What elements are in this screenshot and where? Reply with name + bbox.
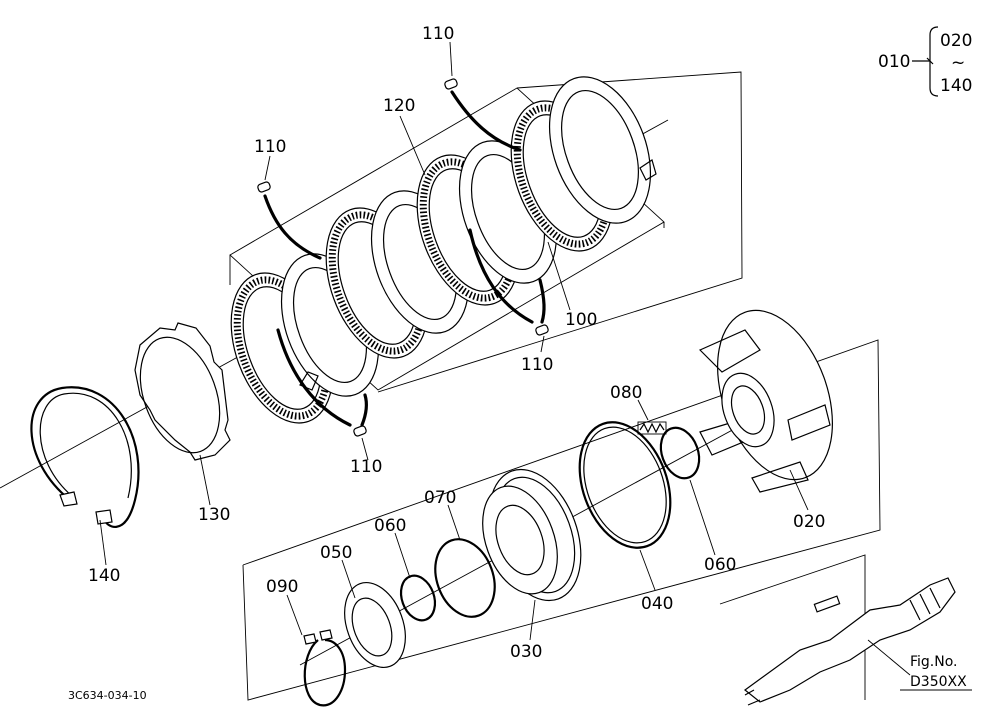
label-070: 070 <box>424 488 456 508</box>
group-bracket <box>912 26 939 97</box>
leader-lines <box>99 41 911 676</box>
spring-110-mid <box>468 228 549 336</box>
label-110-top: 110 <box>422 24 454 44</box>
label-050: 050 <box>320 543 352 563</box>
o-ring-060-right <box>659 426 701 480</box>
snap-ring-140 <box>30 386 140 528</box>
piston-box <box>242 339 881 701</box>
fig-number: D350XX <box>910 674 967 690</box>
label-040: 040 <box>641 594 673 614</box>
label-110-bottom: 110 <box>350 457 382 477</box>
spring-110-left <box>257 181 322 260</box>
label-090: 090 <box>266 577 298 597</box>
label-range-tilde: ~ <box>951 53 965 73</box>
label-120: 120 <box>383 96 415 116</box>
label-130: 130 <box>198 505 230 525</box>
o-ring-060-left <box>399 574 437 622</box>
label-020-range: 020 <box>940 31 972 51</box>
fig-label: Fig.No. <box>910 654 958 670</box>
drawing-code: 3C634-034-10 <box>68 689 147 702</box>
piston-030 <box>482 468 582 602</box>
spring-110-top <box>444 78 522 152</box>
figure-reference: Fig.No. D350XX <box>900 654 972 691</box>
label-080: 080 <box>610 383 642 403</box>
part-labels: 010 020 ~ 140 110 110 120 100 110 110 08… <box>88 24 972 662</box>
label-140-range: 140 <box>940 76 972 96</box>
label-110-left: 110 <box>254 137 286 157</box>
shaft <box>744 577 956 706</box>
label-140: 140 <box>88 566 120 586</box>
clutch-drum-020 <box>698 309 833 493</box>
spring-110-bottom <box>276 328 369 437</box>
end-plate <box>548 76 657 224</box>
label-020: 020 <box>793 512 825 532</box>
label-060-left: 060 <box>374 516 406 536</box>
seal-050 <box>344 581 406 669</box>
label-030: 030 <box>510 642 542 662</box>
circlip-090 <box>303 629 347 707</box>
label-110-mid: 110 <box>521 355 553 375</box>
seal-ring-040 <box>578 421 672 549</box>
spring-080 <box>637 421 667 435</box>
pressure-plate-130 <box>134 322 231 461</box>
label-100: 100 <box>565 310 597 330</box>
o-ring-070 <box>434 538 496 618</box>
label-010: 010 <box>878 52 910 72</box>
label-060-right: 060 <box>704 555 736 575</box>
